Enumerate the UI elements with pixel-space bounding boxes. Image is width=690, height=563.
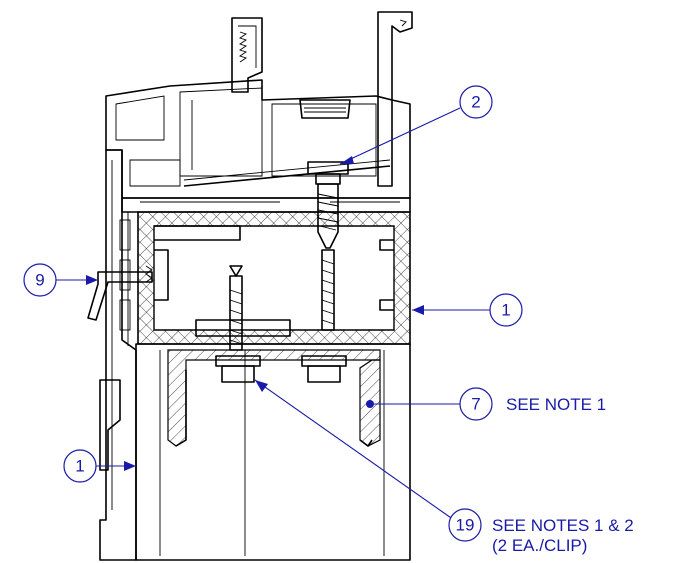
callout-1-right: 1	[412, 293, 523, 327]
callout-7: 7 SEE NOTE 1	[366, 387, 606, 421]
callout-1-right-number: 1	[501, 301, 510, 320]
callout-19-number: 19	[456, 516, 475, 535]
clip-angle-9	[87, 265, 153, 321]
callout-19-note: SEE NOTES 1 & 2	[492, 516, 634, 535]
callout-2: 2	[339, 85, 493, 165]
callout-1-left-number: 1	[75, 457, 84, 476]
steel-reinforcement-block	[137, 211, 411, 345]
screw-2	[307, 161, 349, 331]
callout-19: 19 SEE NOTES 1 & 2 (2 EA./CLIP)	[254, 379, 634, 555]
callout-9-number: 9	[35, 271, 44, 290]
callout-7-number: 7	[471, 395, 480, 414]
callout-7-note: SEE NOTE 1	[506, 395, 606, 414]
callout-1-left: 1	[63, 449, 136, 483]
screw-19-left	[215, 265, 261, 383]
callout-19-note-line2: (2 EA./CLIP)	[492, 536, 587, 555]
frame-extrusion	[105, 11, 413, 213]
clip-channel	[135, 343, 411, 561]
callout-2-number: 2	[471, 93, 480, 112]
callout-9: 9	[23, 263, 98, 297]
screw-19-right	[301, 355, 347, 383]
